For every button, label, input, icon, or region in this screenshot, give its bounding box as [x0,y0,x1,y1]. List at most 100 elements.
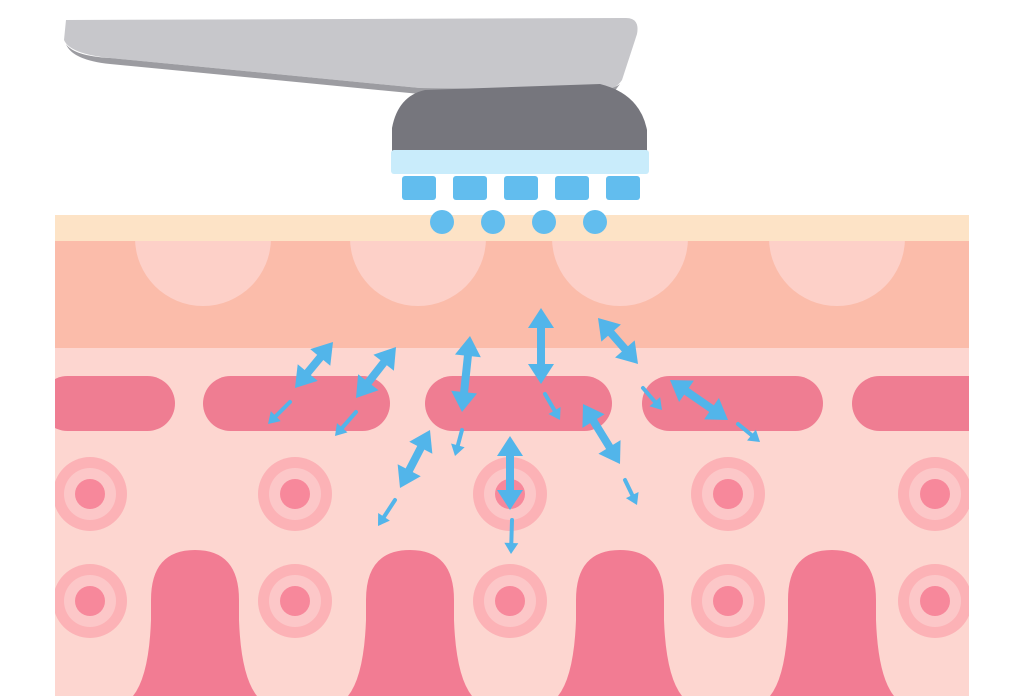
small-arrow [378,498,397,526]
arrow-head [295,364,318,388]
ultrasonic-device [64,18,649,234]
arrow-head [670,380,694,403]
cell-nucleus [75,586,105,616]
cell-nucleus [920,479,950,509]
double-arrow [528,308,554,384]
device-tip [504,176,538,200]
device-tip [453,176,487,200]
small-arrow [451,428,465,456]
device-handle [64,18,638,91]
blood-vessel [203,376,390,431]
cell-nucleus [280,479,310,509]
dermal-cell [898,457,969,531]
dermal-cell [55,457,127,531]
arrow-shaft [459,345,473,403]
dermal-cell [55,564,127,638]
device-tips [402,176,640,200]
dermal-cell [691,457,765,531]
double-arrow [295,342,333,388]
dermal-cell [691,564,765,638]
blood-vessel [852,376,969,431]
arrow-shaft [402,438,428,480]
arrow-head [356,374,379,398]
ultrasound-wave-dots [430,210,607,234]
arrow-head [451,390,478,412]
cell-nucleus [495,586,525,616]
arrow-head [504,542,519,554]
blood-vessel [425,376,612,431]
arrow-head [747,429,760,442]
dermal-papilla [770,550,894,696]
device-tip [606,176,640,200]
skin-cross-section [55,215,969,696]
arrow-head [451,443,465,456]
arrow-head [397,464,421,488]
dermal-papilla [133,550,257,696]
device-tip [555,176,589,200]
cell-nucleus [75,479,105,509]
arrow-head [704,397,728,420]
double-arrow [397,430,433,488]
dermal-papillae [133,550,894,696]
dermal-cells [55,457,969,638]
cell-nucleus [920,586,950,616]
arrow-head [310,342,333,366]
device-tip [402,176,436,200]
blood-vessel [55,376,175,431]
vibration-arrows [268,308,760,554]
dermal-cell [898,564,969,638]
arrow-head [373,347,396,371]
small-arrow [335,410,358,436]
blood-vessel [642,376,823,431]
device-head [392,84,647,152]
wave-dot [583,210,607,234]
wave-dot [481,210,505,234]
arrow-head [528,308,554,328]
double-arrow [670,380,728,420]
arrow-shaft [677,383,721,417]
arrow-head [454,336,481,358]
wave-dot [430,210,454,234]
dermal-cell [258,564,332,638]
arrow-head [548,406,561,420]
dermal-papilla [348,550,472,696]
device-handle-shadow [66,44,620,94]
small-arrow [736,422,760,442]
cell-nucleus [713,479,743,509]
arrow-head [378,512,390,526]
arrow-shaft [360,354,392,391]
double-arrow [598,318,638,364]
arrow-head [268,411,281,424]
small-arrow [268,400,292,424]
device-head-band [391,150,649,174]
small-arrow [623,478,639,505]
dermal-papilla [558,550,682,696]
small-arrow [543,392,561,420]
double-arrow [497,436,523,510]
double-arrow [582,404,621,464]
arrow-shaft [586,411,617,457]
arrow-shaft [509,518,514,550]
cell-nucleus [713,586,743,616]
dermal-cell [473,564,547,638]
skin-surface-layer [55,215,969,241]
arrow-head [615,340,638,364]
double-arrow [451,336,481,412]
small-arrow [504,518,519,554]
wave-dot [532,210,556,234]
dermal-cell [258,457,332,531]
arrow-head [649,397,662,410]
arrow-head [335,423,348,436]
double-arrow [356,347,396,398]
small-arrow [641,386,662,410]
arrow-head [625,492,639,505]
arrow-head [497,490,523,510]
cell-nucleus [280,586,310,616]
arrow-head [409,430,433,454]
arrow-head [598,318,621,342]
arrow-head [528,364,554,384]
arrow-head [582,404,605,428]
arrow-head [497,436,523,456]
